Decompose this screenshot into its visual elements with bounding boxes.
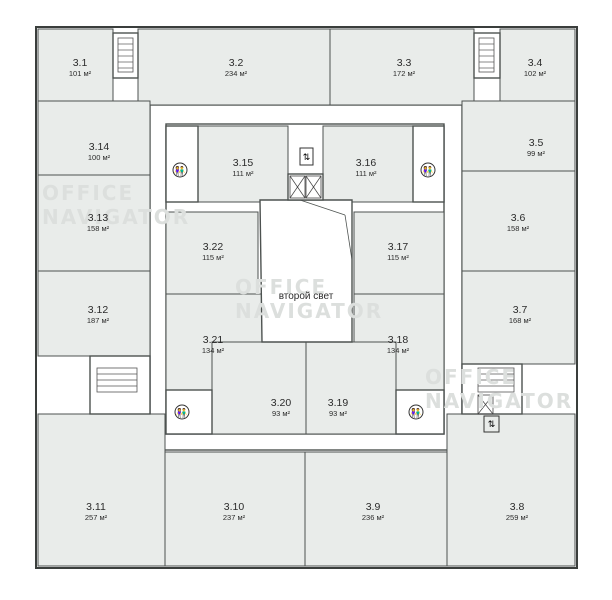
elevator-top	[287, 173, 324, 201]
room-area: 237 м²	[223, 513, 246, 522]
room-3-3[interactable]	[329, 28, 475, 106]
room-3-15[interactable]	[197, 125, 289, 203]
room-number: 3.18	[388, 334, 409, 346]
room-area: 115 м²	[387, 253, 409, 262]
stairs-icon	[89, 355, 151, 415]
room-3-10[interactable]	[164, 451, 306, 567]
room-number: 3.8	[510, 501, 525, 513]
room-area: 93 м²	[329, 409, 348, 418]
room-3-11[interactable]	[37, 413, 166, 567]
room-number: 3.13	[88, 212, 109, 224]
room-number: 3.11	[86, 501, 106, 513]
room-number: 3.16	[356, 157, 377, 169]
room-number: 3.4	[528, 57, 543, 69]
room-area: 134 м²	[202, 346, 225, 355]
room-area: 93 м²	[272, 409, 291, 418]
svg-text:OFFICE: OFFICE	[425, 365, 517, 389]
room-area: 101 м²	[69, 69, 92, 78]
room-number: 3.21	[203, 334, 224, 346]
elevator-icon: ⇅	[477, 394, 500, 433]
toilet-icon: 👫	[172, 162, 188, 178]
room-number: 3.2	[229, 57, 244, 69]
room-area: 168 м²	[509, 316, 532, 325]
svg-text:👫: 👫	[422, 165, 433, 177]
room-3-19[interactable]	[305, 341, 397, 435]
svg-text:NAVIGATOR: NAVIGATOR	[235, 299, 383, 323]
room-number: 3.12	[88, 304, 109, 316]
room-3-8[interactable]	[446, 413, 576, 567]
svg-text:⇅: ⇅	[488, 420, 496, 430]
svg-text:OFFICE: OFFICE	[235, 275, 327, 299]
room-number: 3.20	[271, 397, 292, 409]
room-number: 3.5	[529, 137, 544, 149]
room-number: 3.7	[513, 304, 528, 316]
stairs-icon	[112, 32, 139, 79]
room-3-20[interactable]	[211, 341, 307, 435]
room-number: 3.3	[397, 57, 412, 69]
stairs-icon	[461, 363, 523, 415]
room-area: 234 м²	[225, 69, 248, 78]
room-area: 257 м²	[85, 513, 108, 522]
elevator-icon: ⇅	[299, 147, 314, 166]
wc-left-top	[165, 125, 199, 203]
room-area: 236 м²	[362, 513, 385, 522]
room-area: 111 м²	[355, 169, 377, 178]
room-area: 158 м²	[507, 224, 530, 233]
room-area: 134 м²	[387, 346, 410, 355]
room-3-14[interactable]	[37, 100, 151, 176]
room-3-17[interactable]	[353, 211, 445, 295]
watermark: OFFICE NAVIGATOR OFFICE NAVIGATOR OFFICE…	[42, 181, 573, 413]
room-number: 3.15	[233, 157, 254, 169]
room-3-6[interactable]	[461, 170, 576, 272]
room-3-1[interactable]	[37, 28, 114, 102]
room-number: 3.22	[203, 241, 224, 253]
svg-text:OFFICE: OFFICE	[42, 181, 134, 205]
room-number: 3.17	[388, 241, 409, 253]
elevator-icon	[289, 175, 322, 199]
room-number: 3.19	[328, 397, 349, 409]
room-area: 99 м²	[527, 149, 546, 158]
wc-right-bottom	[395, 389, 445, 435]
room-number: 3.9	[366, 501, 381, 513]
wc-left-bottom	[165, 389, 213, 435]
svg-text:👫: 👫	[410, 407, 421, 419]
room-number: 3.14	[89, 141, 110, 153]
room-number: 3.6	[511, 212, 526, 224]
room-area: 115 м²	[202, 253, 224, 262]
svg-text:NAVIGATOR: NAVIGATOR	[425, 389, 573, 413]
room-3-9[interactable]	[304, 451, 448, 567]
room-area: 187 м²	[87, 316, 110, 325]
room-number: 3.1	[73, 57, 88, 69]
wc-right-top	[412, 125, 445, 203]
svg-text:👫: 👫	[174, 165, 185, 177]
room-area: 259 м²	[506, 513, 529, 522]
room-area: 158 м²	[87, 224, 110, 233]
room-3-5[interactable]	[461, 100, 576, 172]
room-area: 111 м²	[232, 169, 254, 178]
room-area: 172 м²	[393, 69, 416, 78]
room-3-7[interactable]	[461, 270, 576, 365]
svg-text:⇅: ⇅	[303, 153, 311, 163]
svg-text:NAVIGATOR: NAVIGATOR	[42, 205, 190, 229]
room-3-2[interactable]	[137, 28, 331, 106]
toilet-icon: 👫	[174, 404, 190, 420]
toilet-icon: 👫	[420, 162, 436, 178]
room-number: 3.10	[224, 501, 245, 513]
room-3-13[interactable]	[37, 174, 151, 272]
room-area: 102 м²	[524, 69, 547, 78]
svg-text:👫: 👫	[176, 407, 187, 419]
atrium-label: второй свет	[279, 291, 334, 302]
room-3-22[interactable]	[165, 211, 259, 295]
toilet-icon: 👫	[408, 404, 424, 420]
room-area: 100 м²	[88, 153, 111, 162]
stairs-icon	[473, 32, 501, 79]
